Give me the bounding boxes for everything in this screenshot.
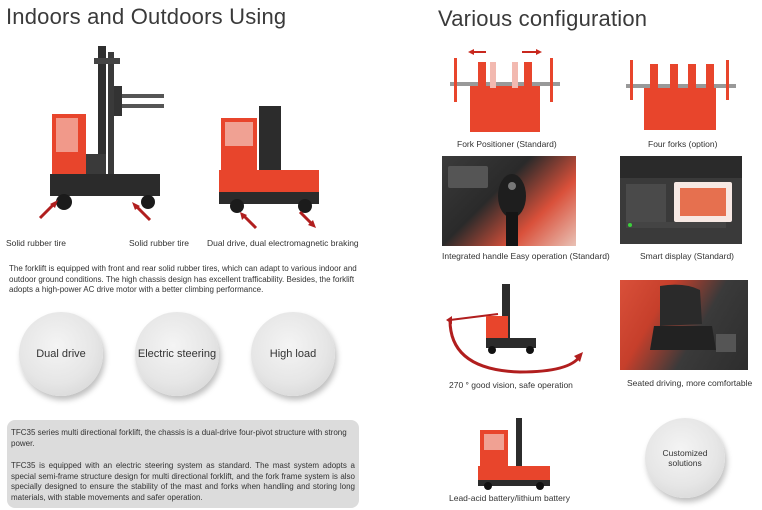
forklift-side-image — [219, 106, 319, 213]
integrated-handle-photo — [442, 156, 576, 246]
forklift-tall-mast-image — [50, 46, 164, 210]
feature-label: Dual drive — [36, 348, 86, 360]
feature-circle-electric-steering: Electric steering — [135, 312, 219, 396]
caption-integrated-handle: Integrated handle Easy operation (Standa… — [442, 251, 610, 261]
caption-fork-positioner: Fork Positioner (Standard) — [457, 139, 557, 149]
caption-tire-right: Solid rubber tire — [129, 238, 190, 248]
left-section-title: Indoors and Outdoors Using — [6, 4, 287, 29]
info-paragraph-2: TFC35 is equipped with an electric steer… — [11, 461, 355, 502]
caption-tire-left: Solid rubber tire — [6, 238, 67, 248]
caption-270-vision: 270 ° good vision, safe operation — [449, 380, 573, 390]
feature-label: Electric steering — [137, 348, 217, 360]
intro-paragraph: The forklift is equipped with front and … — [9, 264, 357, 294]
arrow-icon — [240, 212, 258, 230]
smart-display-photo — [620, 156, 742, 244]
caption-drive: Dual drive, dual electromagnetic braking — [207, 238, 359, 248]
seated-driving-photo — [620, 280, 748, 370]
feature-circle-high-load: High load — [251, 312, 335, 396]
feature-label: High load — [269, 348, 317, 360]
caption-four-forks: Four forks (option) — [648, 139, 718, 149]
arrow-icon — [298, 210, 316, 228]
caption-battery: Lead-acid battery/lithium battery — [449, 493, 570, 503]
vision-270-diagram — [446, 284, 583, 374]
arrow-icon — [38, 200, 58, 220]
info-paragraph-1: TFC35 series multi directional forklift,… — [11, 428, 347, 448]
caption-smart-display: Smart display (Standard) — [640, 251, 735, 261]
info-box: TFC35 series multi directional forklift,… — [7, 420, 359, 508]
right-section-title: Various configuration — [438, 6, 648, 31]
customized-solutions-label: Customized solutions — [662, 448, 708, 468]
four-forks-diagram — [626, 60, 736, 130]
customized-solutions-circle: Customized solutions — [645, 418, 725, 498]
arrow-icon — [132, 202, 152, 222]
battery-forklift-image — [478, 418, 550, 490]
fork-positioner-diagram — [450, 49, 560, 132]
caption-seated-driving: Seated driving, more comfortable — [627, 378, 753, 388]
feature-circle-dual-drive: Dual drive — [19, 312, 103, 396]
